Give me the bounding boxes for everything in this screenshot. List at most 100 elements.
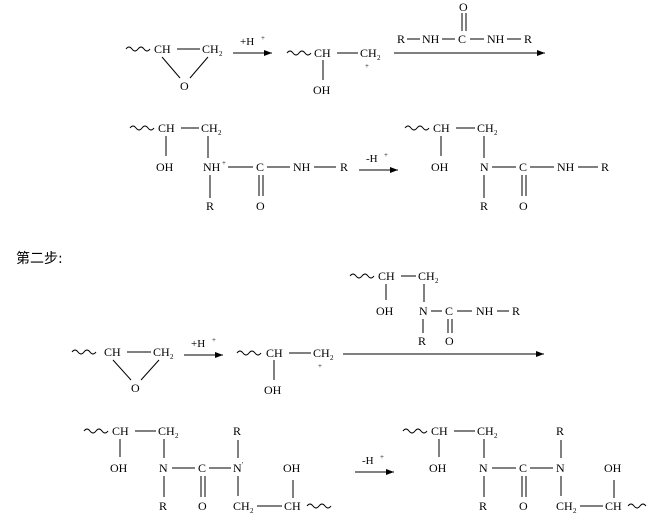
svg-text:O: O <box>198 499 207 513</box>
svg-text:CH: CH <box>360 46 377 60</box>
svg-text:CH: CH <box>153 345 170 359</box>
svg-text:2: 2 <box>494 432 498 440</box>
svg-text:NH: NH <box>557 160 575 174</box>
o-label: O <box>180 79 189 93</box>
svg-text:C: C <box>519 461 527 475</box>
svg-text:O: O <box>256 199 265 213</box>
row3-epoxide: CH CH 2 O <box>71 345 174 395</box>
svg-text:OH: OH <box>376 304 394 318</box>
svg-text:2: 2 <box>175 432 179 440</box>
svg-text:NH: NH <box>203 160 221 174</box>
svg-text:CH: CH <box>201 121 218 135</box>
svg-text:O: O <box>131 381 140 395</box>
svg-text:R: R <box>206 199 214 213</box>
svg-text:CH: CH <box>158 424 175 438</box>
svg-text:O: O <box>519 199 528 213</box>
svg-text:CH: CH <box>313 346 330 360</box>
svg-text:C: C <box>445 304 453 318</box>
svg-text:R: R <box>479 499 487 513</box>
svg-text:O: O <box>519 499 528 513</box>
svg-text:CH: CH <box>605 499 622 513</box>
svg-text:CH: CH <box>284 499 301 513</box>
ch-label: CH <box>154 42 171 56</box>
svg-text:CH: CH <box>477 121 494 135</box>
svg-text:OH: OH <box>156 160 174 174</box>
svg-text:CH: CH <box>158 121 175 135</box>
svg-text:R: R <box>480 199 488 213</box>
svg-text:C: C <box>198 461 206 475</box>
row1-arrow1: +H + <box>233 34 272 56</box>
row4-intermediate: CH CH 2 OH N R C O N ' NH R CH 2 CH OH <box>83 424 332 515</box>
svg-text:R: R <box>159 499 167 513</box>
svg-text:OH: OH <box>264 383 282 397</box>
svg-text:R: R <box>524 32 532 46</box>
row3-carbocation: CH CH 2 + OH <box>236 346 334 397</box>
svg-text:+: + <box>212 336 216 344</box>
svg-text:NH: NH <box>476 304 494 318</box>
svg-text:OH: OH <box>110 461 128 475</box>
row3-reagent: CH CH 2 OH N R C O NH R <box>349 269 520 348</box>
svg-text:R: R <box>601 160 609 174</box>
svg-text:N: N <box>233 461 242 475</box>
row1-carbocation: CH CH 2 + OH <box>286 46 381 97</box>
svg-text:CH: CH <box>433 121 450 135</box>
row1-urea-reagent: R NH C O NH R <box>394 0 545 56</box>
svg-text:2: 2 <box>218 129 222 137</box>
svg-text:-H: -H <box>366 153 378 165</box>
svg-text:2: 2 <box>170 353 174 361</box>
svg-text:CH: CH <box>104 345 121 359</box>
svg-text:CH: CH <box>378 269 395 283</box>
svg-text:NH: NH <box>293 160 311 174</box>
svg-text:NH: NH <box>487 32 505 46</box>
svg-text:O: O <box>445 334 454 348</box>
svg-text:C: C <box>458 32 466 46</box>
svg-text:NH: NH <box>422 32 440 46</box>
svg-text:2: 2 <box>330 354 334 362</box>
svg-text:CH: CH <box>266 346 283 360</box>
wavy-bond <box>125 46 151 52</box>
svg-text:C: C <box>519 160 527 174</box>
row4-product: CH CH 2 OH N R C O N R CH 2 CH OH <box>402 424 647 515</box>
svg-text:CH: CH <box>418 269 435 283</box>
svg-text:OH: OH <box>604 461 622 475</box>
svg-text:OH: OH <box>431 160 449 174</box>
svg-text:OH: OH <box>429 461 447 475</box>
svg-text:+: + <box>318 362 322 370</box>
svg-text:2: 2 <box>250 507 254 515</box>
svg-text:R: R <box>556 424 564 438</box>
svg-text:N: N <box>480 160 489 174</box>
svg-text:-H: -H <box>362 455 374 467</box>
svg-text:2: 2 <box>377 54 381 62</box>
svg-text:+H: +H <box>191 338 205 350</box>
h-plus-label: +H <box>240 36 254 48</box>
sub2: 2 <box>219 50 223 58</box>
svg-text:OH: OH <box>283 461 301 475</box>
ch2-label: CH <box>202 42 219 56</box>
row2-arrow: -H + <box>359 151 398 173</box>
svg-text:+: + <box>222 159 226 167</box>
row1-epoxide: CH CH 2 O <box>125 42 223 93</box>
bond <box>161 56 181 79</box>
svg-text:': ' <box>242 461 243 469</box>
svg-text:CH: CH <box>233 499 250 513</box>
svg-text:O: O <box>459 0 468 14</box>
row2-product: CH CH 2 OH N R C O NH R <box>404 121 609 213</box>
svg-text:N: N <box>479 461 488 475</box>
svg-text:R: R <box>397 32 405 46</box>
svg-text:N: N <box>419 304 428 318</box>
row3-arrow1: +H + <box>184 336 223 358</box>
svg-text:+: + <box>261 34 265 42</box>
svg-text:N: N <box>556 461 565 475</box>
svg-text:2: 2 <box>573 507 577 515</box>
bond <box>189 56 209 79</box>
svg-text:N: N <box>159 461 168 475</box>
svg-text:R: R <box>233 424 241 438</box>
svg-text:+: + <box>384 151 388 159</box>
svg-text:CH: CH <box>556 499 573 513</box>
svg-text:CH: CH <box>314 46 331 60</box>
svg-text:+: + <box>380 453 384 461</box>
svg-text:2: 2 <box>494 129 498 137</box>
svg-text:CH: CH <box>477 424 494 438</box>
svg-text:R: R <box>340 160 348 174</box>
